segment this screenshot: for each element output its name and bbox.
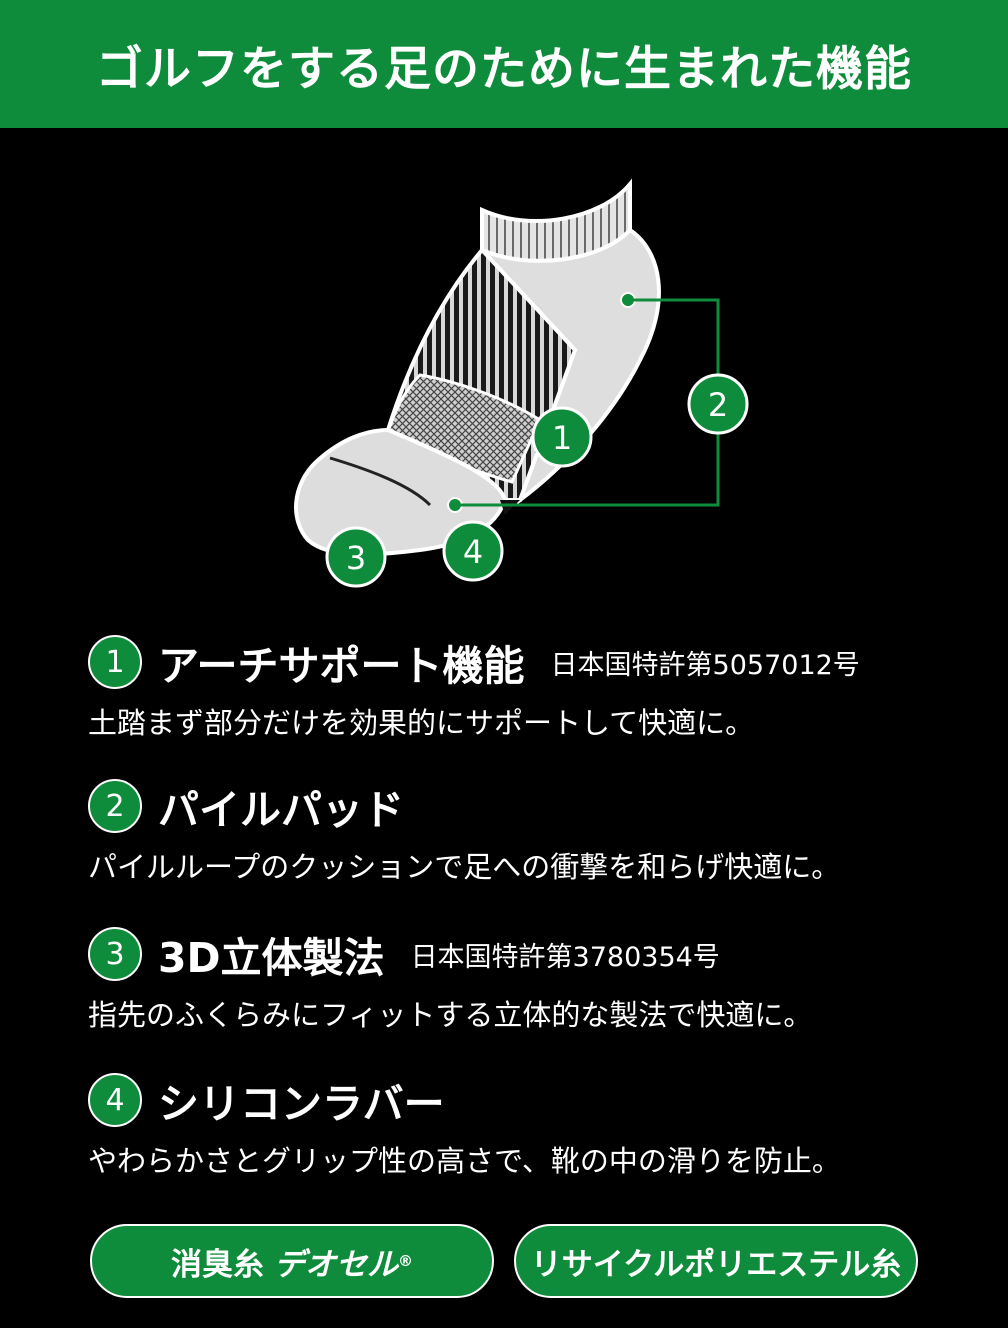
feature-title: パイルパッド bbox=[158, 786, 404, 834]
recycled-polyester-badge: リサイクルポリエステル糸 bbox=[514, 1224, 918, 1298]
feature-number: 4 bbox=[88, 1073, 142, 1127]
feature-title: シリコンラバー bbox=[158, 1080, 445, 1128]
feature-3d-construction: 3 3D立体製法 日本国特許第3780354号 指先のふくらみにフィットする立体… bbox=[88, 926, 968, 1034]
feature-description: パイルループのクッションで足への衝撃を和らげ快適に。 bbox=[88, 850, 841, 884]
header-banner: ゴルフをする足のために生まれた機能 bbox=[0, 0, 1008, 128]
feature-number: 3 bbox=[88, 927, 142, 981]
feature-pile-pad: 2 パイルパッド パイルループのクッションで足への衝撃を和らげ快適に。 bbox=[88, 778, 968, 886]
feature-description: やわらかさとグリップ性の高さで、靴の中の滑りを防止。 bbox=[88, 1144, 841, 1178]
feature-title: 3D立体製法 bbox=[158, 934, 385, 982]
svg-text:4: 4 bbox=[463, 533, 483, 571]
marker-2: 2 bbox=[687, 373, 749, 435]
badge-label: リサイクルポリエステル糸 bbox=[530, 1246, 902, 1283]
page-title: ゴルフをする足のために生まれた機能 bbox=[96, 41, 912, 97]
svg-text:2: 2 bbox=[708, 386, 728, 424]
sock-illustration: 1 2 3 4 bbox=[294, 178, 749, 588]
svg-text:3: 3 bbox=[346, 539, 366, 577]
feature-patent: 日本国特許第5057012号 bbox=[550, 649, 860, 681]
feature-title: アーチサポート機能 bbox=[158, 642, 525, 690]
feature-number: 2 bbox=[88, 779, 142, 833]
feature-patent: 日本国特許第3780354号 bbox=[410, 941, 720, 973]
svg-text:1: 1 bbox=[552, 419, 572, 457]
feature-description: 指先のふくらみにフィットする立体的な製法で快適に。 bbox=[88, 998, 813, 1032]
feature-number: 1 bbox=[88, 635, 142, 689]
badge-brand: デオセル bbox=[274, 1246, 398, 1283]
deodorant-yarn-badge: 消臭糸 デオセル ® bbox=[90, 1224, 494, 1298]
sock-diagram: 1 2 3 4 bbox=[0, 128, 1008, 608]
registered-mark: ® bbox=[398, 1252, 413, 1270]
badge-row: 消臭糸 デオセル ® リサイクルポリエステル糸 bbox=[90, 1224, 920, 1298]
feature-description: 土踏まず部分だけを効果的にサポートして快適に。 bbox=[88, 706, 755, 740]
badge-prefix: 消臭糸 bbox=[171, 1246, 264, 1283]
marker-1: 1 bbox=[531, 406, 593, 468]
feature-silicone-rubber: 4 シリコンラバー やわらかさとグリップ性の高さで、靴の中の滑りを防止。 bbox=[88, 1072, 968, 1180]
marker-4: 4 bbox=[442, 520, 504, 582]
feature-arch-support: 1 アーチサポート機能 日本国特許第5057012号 土踏まず部分だけを効果的に… bbox=[88, 634, 968, 742]
marker-3: 3 bbox=[325, 526, 387, 588]
